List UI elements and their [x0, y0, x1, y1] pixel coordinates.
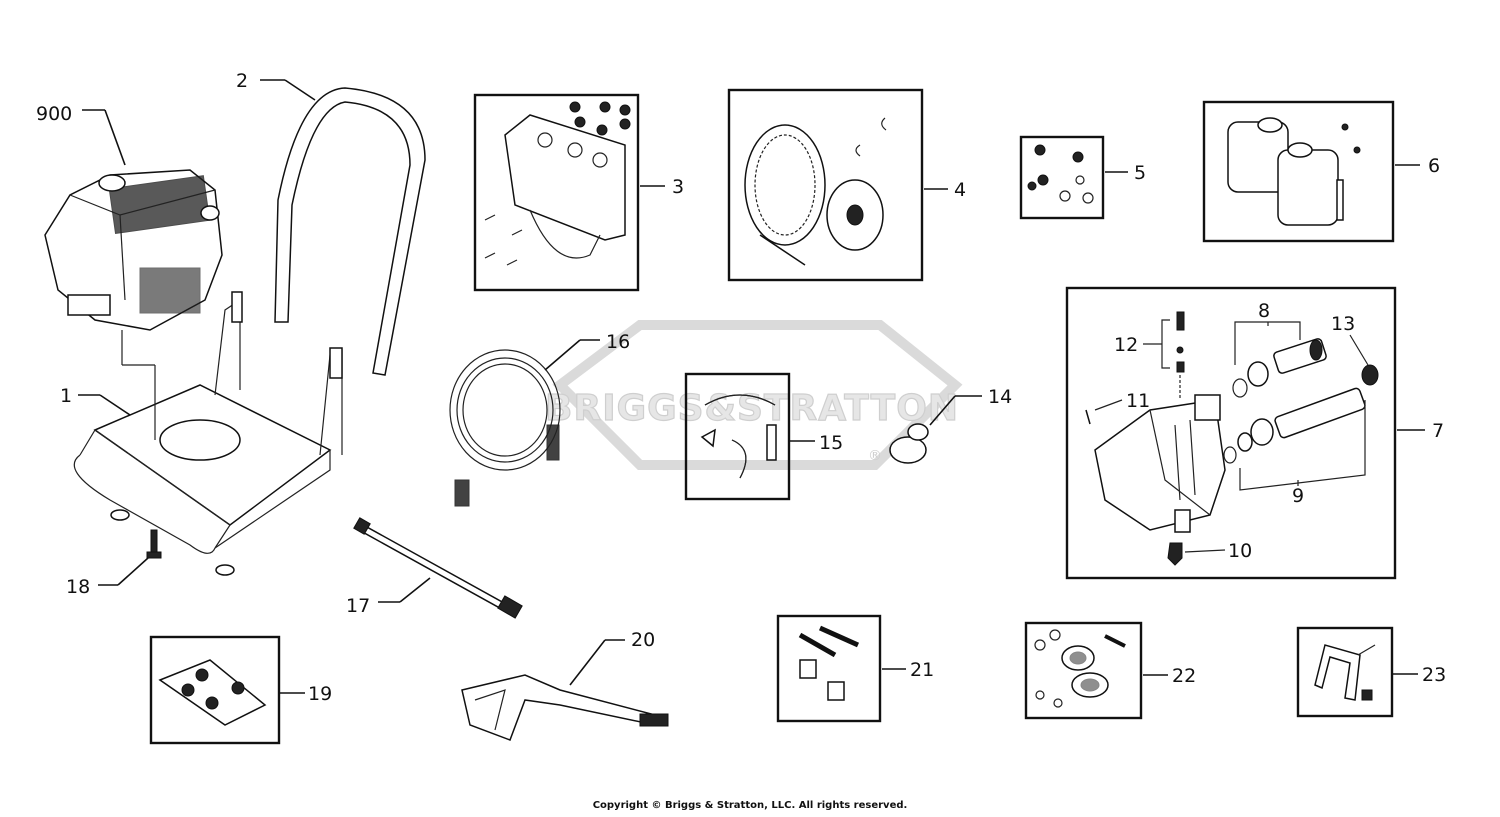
callout-22: 22 — [1172, 665, 1196, 687]
tank-kit-box[interactable] — [1202, 100, 1395, 243]
pump-assembly-box[interactable] — [1065, 286, 1397, 580]
callout-2: 2 — [236, 70, 248, 92]
callout-23: 23 — [1422, 664, 1446, 686]
leader-14 — [929, 395, 956, 426]
cap-part[interactable] — [889, 423, 929, 464]
leader-18b — [117, 557, 149, 586]
bearing-kit-box[interactable] — [1024, 621, 1143, 720]
leader-1b — [99, 394, 131, 416]
callout-4: 4 — [954, 179, 966, 201]
leader-12-bracket — [1161, 319, 1170, 369]
callout-21: 21 — [910, 659, 934, 681]
leader-11 — [1094, 399, 1123, 411]
callout-20: 20 — [631, 629, 655, 651]
callout-13: 13 — [1331, 313, 1355, 335]
callout-15: 15 — [819, 432, 843, 454]
leader-9-bracket — [1239, 400, 1366, 491]
leader-900b — [104, 109, 126, 166]
callout-12: 12 — [1114, 334, 1138, 356]
leader-2b — [284, 79, 316, 101]
callout-5: 5 — [1134, 162, 1146, 184]
leader-16 — [544, 339, 581, 371]
leader-20 — [569, 639, 606, 686]
callout-10: 10 — [1228, 540, 1252, 562]
callout-6: 6 — [1428, 155, 1440, 177]
callout-11: 11 — [1126, 390, 1150, 412]
handle-part[interactable] — [274, 87, 426, 376]
frame-part[interactable] — [73, 291, 343, 576]
hose-part[interactable] — [449, 349, 561, 507]
leader-8-bracket — [1234, 321, 1301, 365]
hardware-kit-21-box[interactable] — [776, 614, 882, 723]
leader-10 — [1184, 549, 1226, 553]
leader-17b — [399, 577, 431, 603]
callout-1: 1 — [60, 385, 72, 407]
wheel-kit-box[interactable] — [727, 88, 924, 282]
bolt-18-part[interactable] — [146, 529, 162, 559]
copyright-notice: Copyright © Briggs & Stratton, LLC. All … — [592, 800, 908, 811]
callout-900: 900 — [36, 103, 72, 125]
callout-3: 3 — [672, 176, 684, 198]
callout-19: 19 — [308, 683, 332, 705]
callout-17: 17 — [346, 595, 370, 617]
callout-8: 8 — [1258, 300, 1270, 322]
brand-watermark: BRIGGS&STRATTON ® — [544, 320, 963, 470]
engine-part[interactable] — [44, 169, 223, 331]
watermark-registered-mark: ® — [868, 448, 882, 464]
watermark-text: BRIGGS&STRATTON — [545, 388, 959, 429]
callout-9: 9 — [1292, 485, 1304, 507]
callout-18: 18 — [66, 576, 90, 598]
spray-gun-part[interactable] — [461, 674, 669, 741]
hose-kit-box[interactable] — [684, 372, 791, 501]
wand-part[interactable] — [353, 517, 523, 619]
nozzle-kit-box[interactable] — [149, 635, 281, 745]
bracket-23-box[interactable] — [1296, 626, 1394, 718]
callout-7: 7 — [1432, 420, 1444, 442]
callout-16: 16 — [606, 331, 630, 353]
bracket-kit-box[interactable] — [473, 93, 640, 292]
callout-14: 14 — [988, 386, 1012, 408]
hardware-kit-5-box[interactable] — [1019, 135, 1105, 220]
leader-13 — [1349, 334, 1369, 366]
